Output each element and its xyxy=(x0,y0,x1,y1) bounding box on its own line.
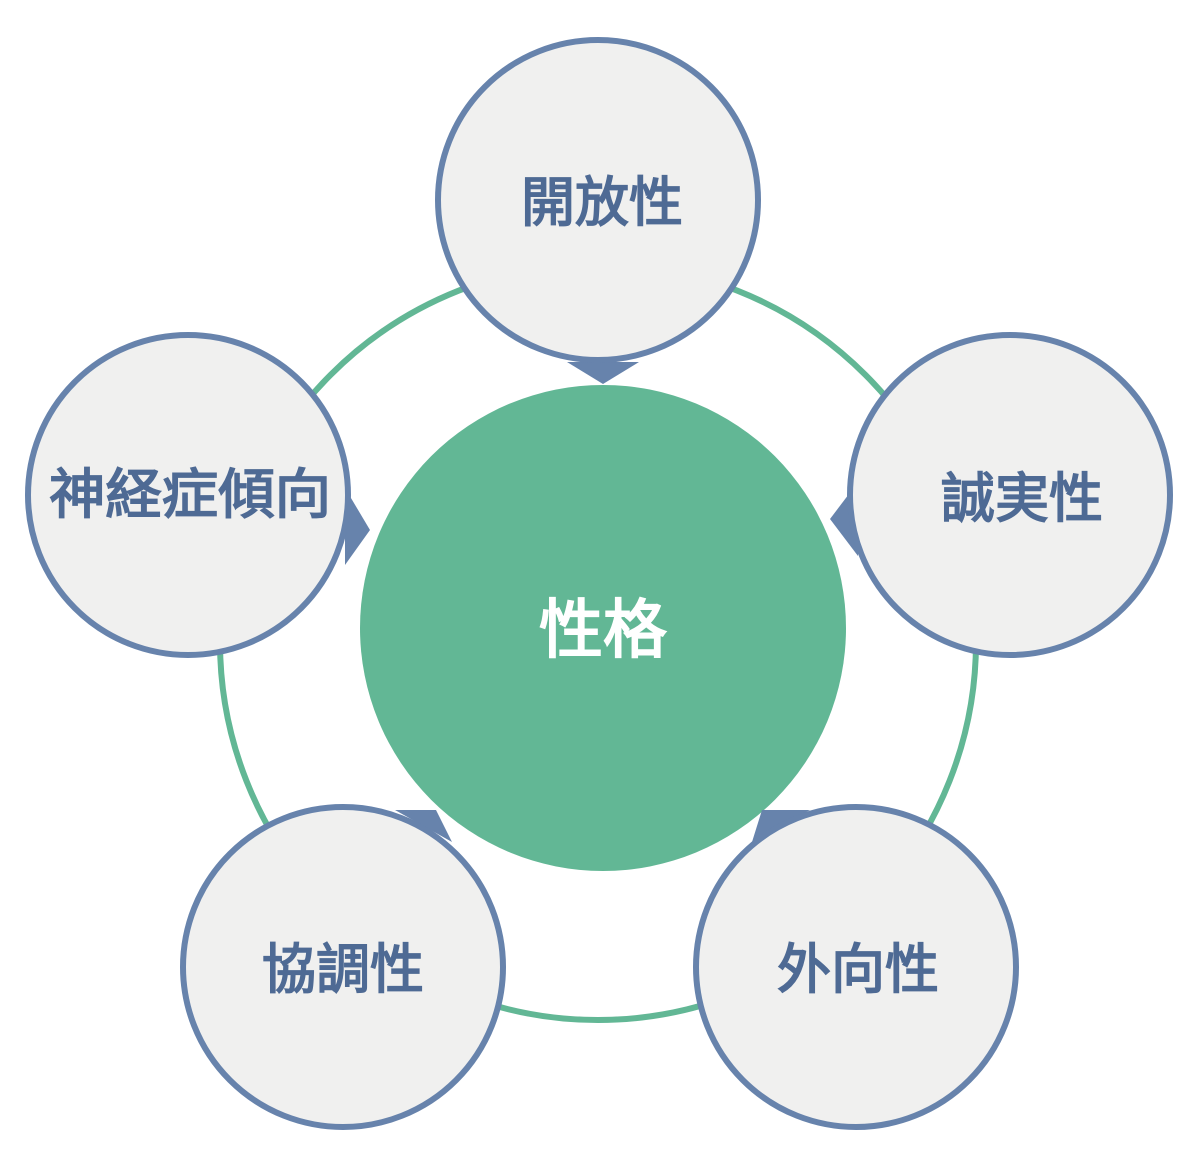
node-openness-label: 開放性 xyxy=(521,171,683,234)
node-openness-circle xyxy=(435,37,761,363)
pointer-openness xyxy=(567,362,639,384)
node-agreeableness-circle xyxy=(180,804,506,1130)
node-conscientiousness-circle xyxy=(847,332,1173,658)
center-node: 性格 xyxy=(360,385,846,871)
node-neuroticism: 神経症傾向 xyxy=(25,332,351,658)
node-extraversion-circle xyxy=(693,804,1019,1130)
node-conscientiousness-label: 誠実性 xyxy=(941,467,1103,530)
center-circle xyxy=(360,385,846,871)
node-extraversion: 外向性 xyxy=(693,804,1019,1130)
node-agreeableness-label: 協調性 xyxy=(262,938,424,1001)
pointer-neuroticism xyxy=(345,488,370,565)
node-neuroticism-circle xyxy=(25,332,351,658)
node-openness: 開放性 xyxy=(435,37,761,363)
node-neuroticism-label: 神経症傾向 xyxy=(49,463,331,526)
node-extraversion-label: 外向性 xyxy=(777,938,939,1001)
node-agreeableness: 協調性 xyxy=(180,804,506,1130)
node-conscientiousness: 誠実性 xyxy=(847,332,1173,658)
center-label: 性格 xyxy=(539,594,668,668)
